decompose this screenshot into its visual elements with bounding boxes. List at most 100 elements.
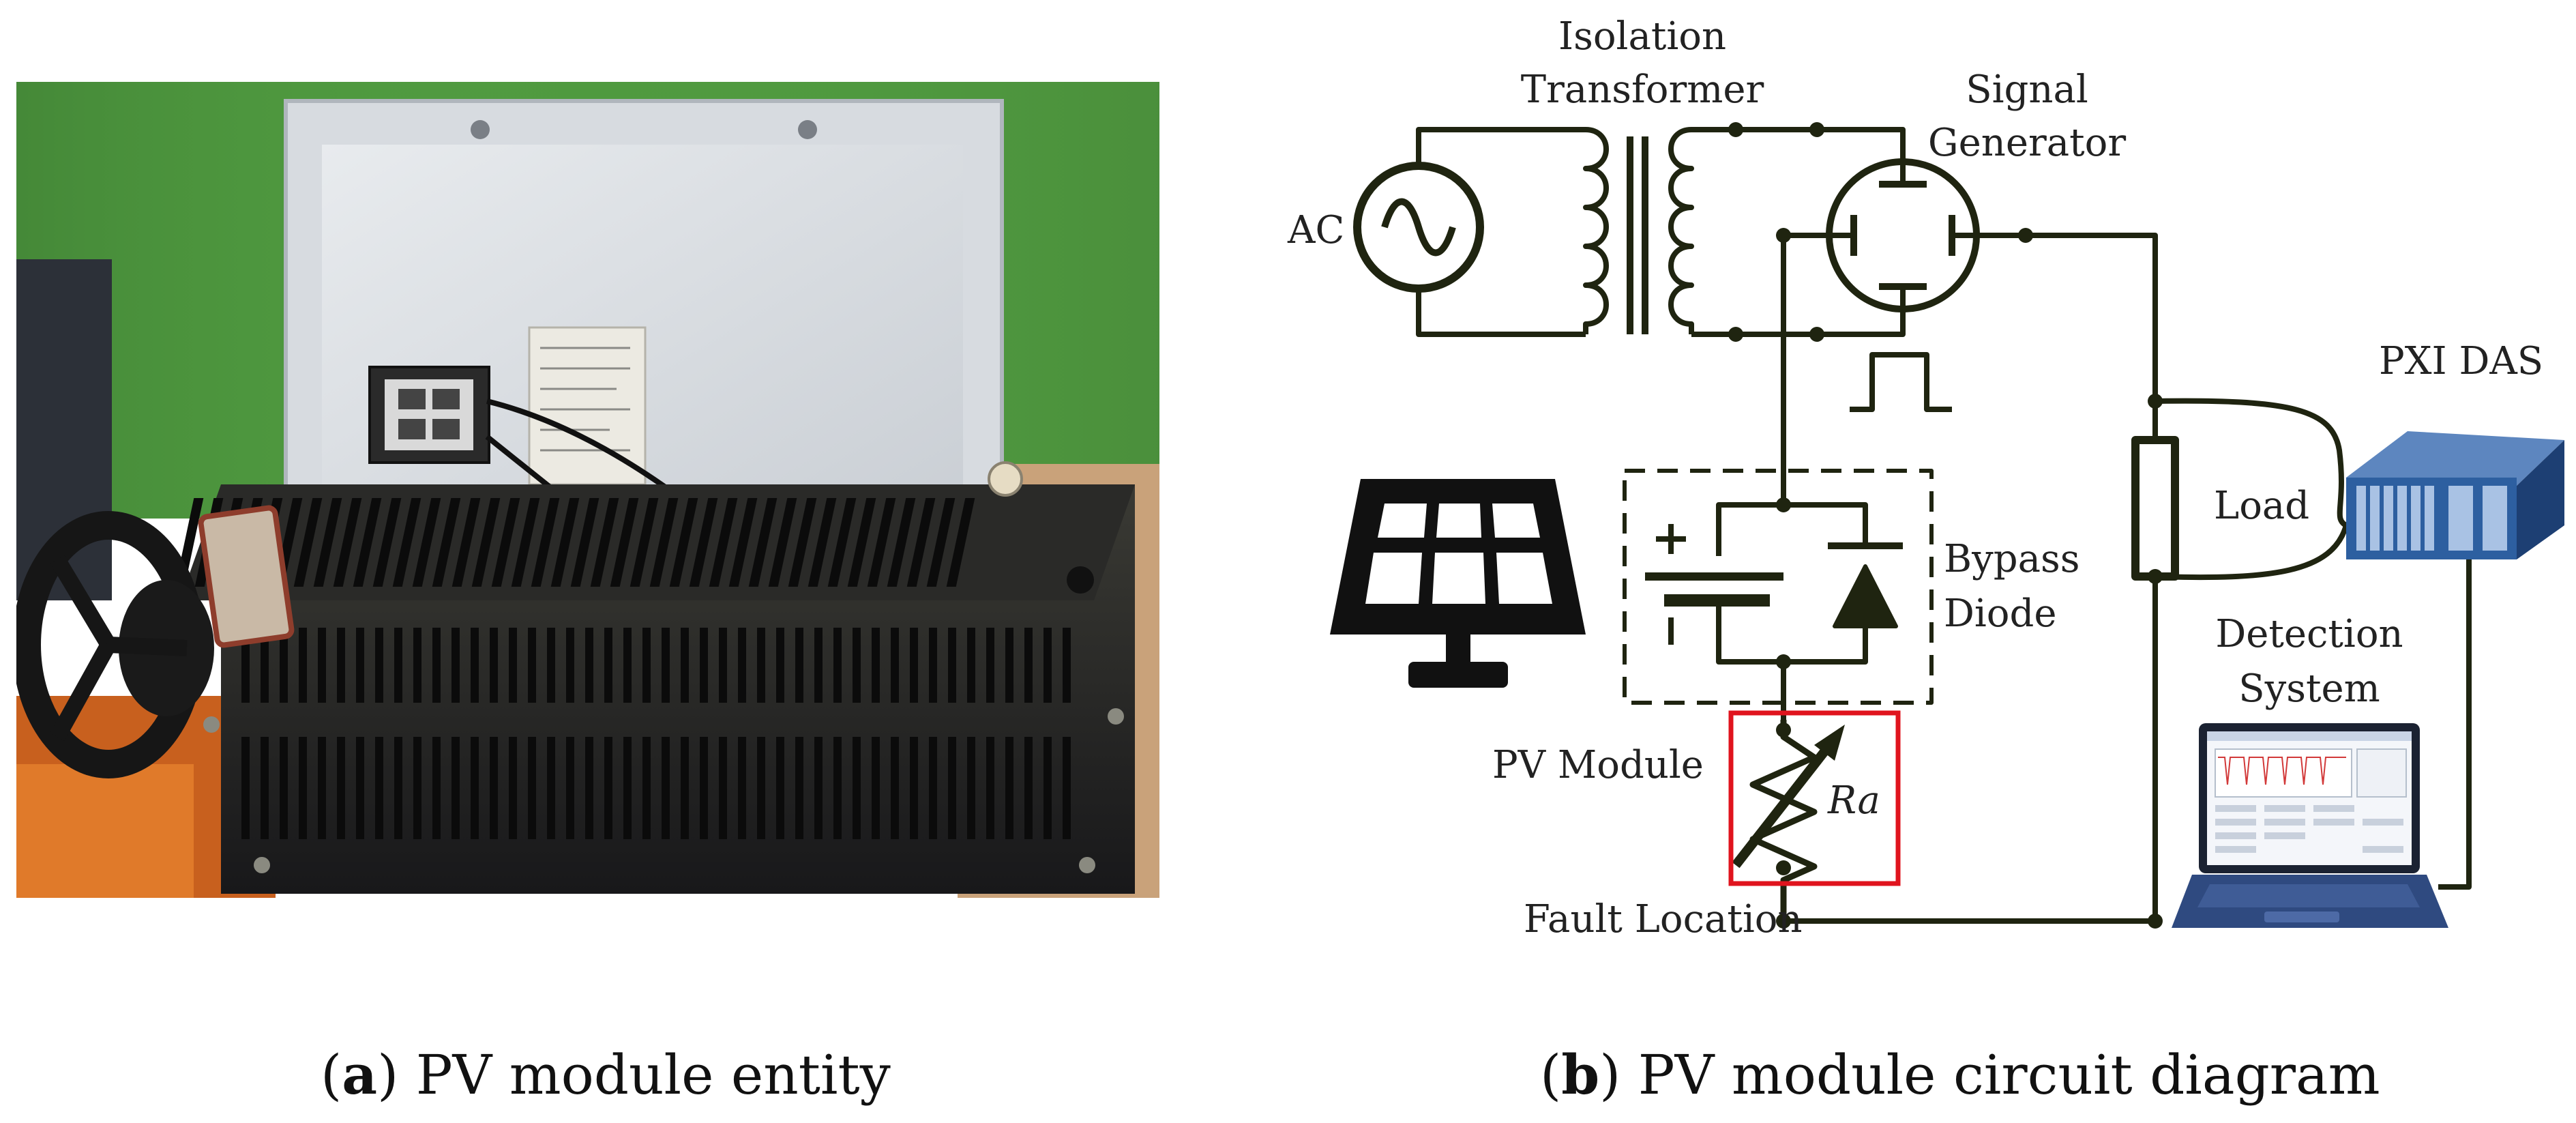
vent-slot [946, 498, 975, 587]
photo-rheostat-nameplate [198, 505, 295, 648]
vent-slot [432, 628, 441, 703]
vent-slot [891, 628, 899, 703]
vent-slot [570, 498, 599, 587]
vent-slot [748, 498, 778, 587]
ac-sine-icon [1381, 198, 1456, 257]
label-diode: Diode [1944, 592, 2057, 636]
laptop-detection-system [2172, 723, 2448, 928]
caption-a-text: PV module entity [415, 1043, 891, 1107]
vent-slot [814, 737, 823, 839]
vent-slot [642, 628, 651, 703]
vent-slot [585, 628, 593, 703]
vent-slot [757, 737, 765, 839]
vent-slot [986, 737, 994, 839]
pulse-waveform-icon [1850, 352, 1952, 412]
vent-slot [280, 628, 288, 703]
caption-a-letter: a [342, 1042, 378, 1107]
vent-slot [604, 737, 612, 839]
vent-slot [738, 737, 746, 839]
vent-slot [662, 737, 670, 839]
label-ac: AC [1287, 208, 1344, 252]
vent-slot [550, 498, 580, 587]
vent-slot [847, 498, 876, 587]
vent-slot [910, 737, 918, 839]
vent-slot [547, 628, 555, 703]
vent-slot [293, 498, 323, 587]
vent-slot [853, 737, 861, 839]
vent-slot [432, 498, 461, 587]
vent-slot [967, 628, 975, 703]
label-system: System [2238, 667, 2380, 711]
label-ra: Ra [1827, 778, 1880, 823]
bypass-diode-symbol [1833, 564, 1898, 628]
vent-slot [313, 498, 342, 587]
vent-slot [471, 628, 479, 703]
vent-slot [1043, 628, 1052, 703]
vent-slot [375, 737, 383, 839]
label-transformer: Transformer [1521, 68, 1764, 112]
vent-slot [566, 628, 574, 703]
junction-dots [1728, 122, 2163, 929]
vent-slot [929, 628, 937, 703]
vent-slot [413, 737, 421, 839]
vent-slot [948, 628, 956, 703]
vent-slot [623, 737, 632, 839]
vent-slot [757, 628, 765, 703]
vent-slot [926, 498, 956, 587]
vent-slot [566, 737, 574, 839]
vent-slot [356, 628, 364, 703]
load-resistor-symbol [2131, 436, 2179, 581]
vent-slot [318, 737, 326, 839]
vent-slot [241, 628, 250, 703]
vent-slot [669, 498, 698, 587]
vent-slot [681, 737, 689, 839]
vent-slot [1024, 628, 1033, 703]
vent-slot [451, 498, 481, 587]
vent-slot [1063, 628, 1071, 703]
vent-slot [392, 498, 421, 587]
caption-panel-a: (a) PV module entity [321, 1042, 891, 1107]
pv-module-dashed-box [1623, 469, 1934, 705]
transformer-secondary-coil [1668, 127, 1694, 334]
vent-slot [604, 628, 612, 703]
vent-slot [630, 498, 659, 587]
label-generator: Generator [1928, 121, 2126, 165]
vent-slot [948, 737, 956, 839]
vent-slot [788, 498, 817, 587]
label-pxi-das: PXI DAS [2379, 339, 2543, 383]
vent-slot [353, 498, 382, 587]
label-bypass: Bypass [1944, 537, 2080, 581]
vent-slot [241, 737, 250, 839]
vent-slot [528, 628, 536, 703]
label-isolation: Isolation [1558, 14, 1726, 59]
photo-terminal-post [988, 461, 1023, 497]
vent-slot [547, 737, 555, 839]
vent-slot [700, 628, 708, 703]
vent-slot [814, 628, 823, 703]
vent-slot [967, 737, 975, 839]
vent-slot [776, 737, 784, 839]
caption-panel-b: (b) PV module circuit diagram [1540, 1042, 2380, 1107]
vent-slot [394, 737, 402, 839]
label-detection: Detection [2215, 612, 2403, 656]
vent-slot [776, 628, 784, 703]
vent-slot [432, 737, 441, 839]
vent-slot [910, 628, 918, 703]
vent-slot [471, 498, 501, 587]
vent-slot [491, 498, 520, 587]
vent-slot [337, 628, 345, 703]
vent-slot [356, 737, 364, 839]
vent-slot [451, 628, 460, 703]
vent-slot [689, 498, 718, 587]
vent-slot [590, 498, 619, 587]
vent-slot [394, 628, 402, 703]
vent-slot [853, 628, 861, 703]
vent-slot [768, 498, 797, 587]
vent-slot [867, 498, 896, 587]
label-fault-location: Fault Location [1524, 897, 1803, 942]
vent-slot [827, 498, 857, 587]
vent-slot [808, 498, 837, 587]
vent-slot [719, 737, 727, 839]
vent-slot [375, 628, 383, 703]
